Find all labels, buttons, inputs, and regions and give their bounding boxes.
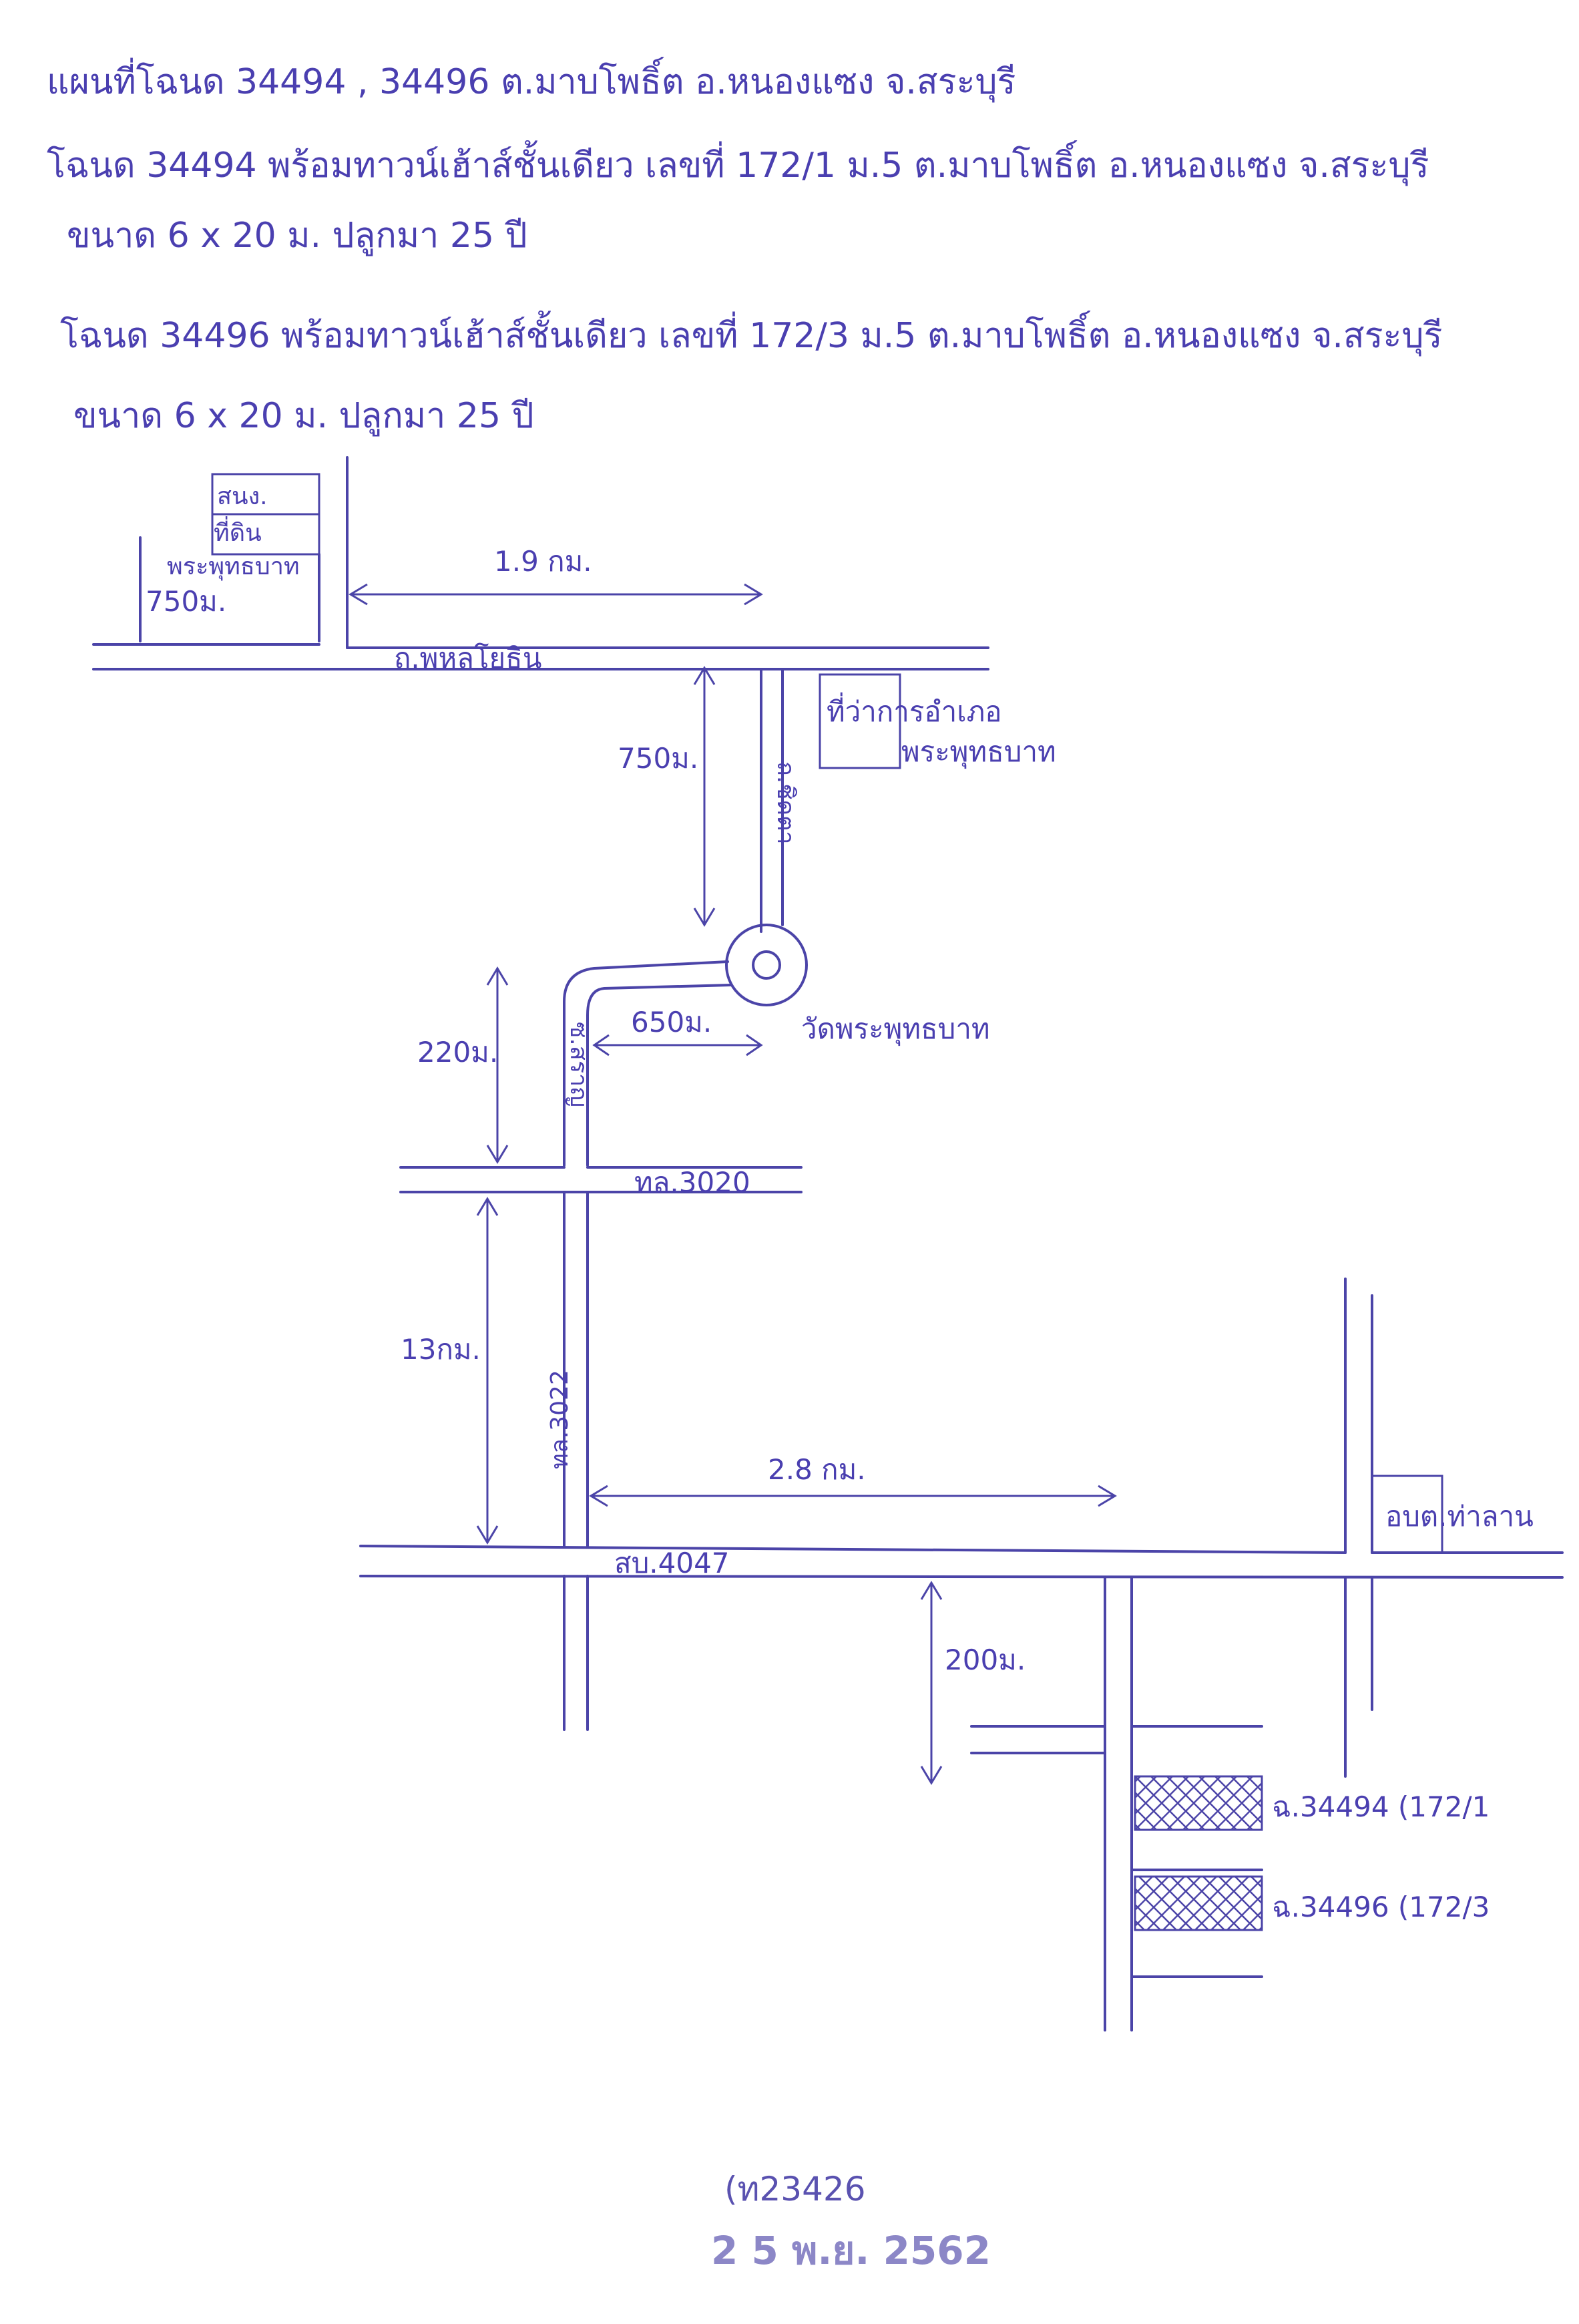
header-line-4: โฉนด 34496 พร้อมทาวน์เฮ้าส์ชั้นเดียว เลข…: [60, 311, 1442, 357]
header-line-2: โฉนด 34494 พร้อมทาวน์เฮ้าส์ชั้นเดียว เลข…: [47, 140, 1429, 186]
district-office-label-2: พระพุทธบาท: [901, 735, 1056, 769]
roundabout-inner: [752, 950, 781, 980]
plot-34494: [1134, 1775, 1263, 1831]
land-office-label-2: ที่ดิน: [214, 516, 262, 547]
plots: ฉ.34494 (172/1 ฉ.34496 (172/3: [1130, 1725, 1490, 1978]
land-office-label-1: สนง.: [217, 483, 268, 510]
road-vertical-label: ถ.ชิดตา: [772, 761, 799, 845]
dist-650-label: 650ม.: [631, 1006, 712, 1038]
road-4047: สบ.4047: [359, 1545, 1564, 1579]
dist-750-left-label: 750ม.: [146, 585, 226, 618]
plot-34496-label: ฉ.34496 (172/3: [1272, 1891, 1490, 1923]
road-small-label: ซ.สราญ: [565, 1022, 592, 1107]
road-soi-saran: ซ.สราญ 650ม. 220ม.: [417, 960, 763, 1167]
road-4047-label: สบ.4047: [614, 1547, 730, 1579]
header-line-3: ขนาด 6 x 20 ม. ปลูกมา 25 ปี: [67, 216, 527, 256]
plot-34496: [1134, 1875, 1263, 1931]
road-phahon-label: ถ.พหลโยธิน: [394, 642, 541, 674]
dist-220-label: 220ม.: [417, 1036, 498, 1069]
dist-200-label: 200ม.: [945, 1643, 1026, 1676]
road-3022-label: ทล.3022: [546, 1370, 574, 1469]
temple-label: วัดพระพุทธบาท: [801, 1012, 990, 1046]
dist-28km-arrow: 2.8 กม.: [589, 1453, 1117, 1507]
dist-750-mid-label: 750ม.: [618, 742, 698, 775]
obt-label: อบต.ท่าลาน: [1385, 1500, 1534, 1533]
dist-13km-label: 13กม.: [401, 1333, 481, 1366]
stamp-number: (ท23426: [724, 2170, 866, 2208]
header-line-5: ขนาด 6 x 20 ม. ปลูกมา 25 ปี: [73, 396, 534, 437]
dist-19km-label: 1.9 กม.: [494, 545, 592, 578]
plot-34494-label: ฉ.34494 (172/1: [1272, 1790, 1490, 1823]
dist-28km-label: 2.8 กม.: [768, 1453, 866, 1486]
dist-19km-arrow: 1.9 กม.: [349, 545, 763, 606]
district-office-block: ที่ว่าการอำเภอ พระพุทธบาท: [819, 673, 1056, 769]
land-office-label-3: พระพุทธบาท: [167, 553, 300, 581]
land-office-block: สนง. ที่ดิน พระพุทธบาท 750ม.: [139, 473, 320, 642]
temple-roundabout: วัดพระพุทธบาท: [725, 924, 990, 1046]
road-highway-3020: ทล.3020: [399, 1166, 803, 1199]
stamp-date: 2 5 พ.ย. 2562: [711, 2228, 991, 2273]
road-to-temple: ถ.ชิดตา 750ม.: [618, 666, 799, 933]
road-phahon-yothin: ถ.พหลโยธิน: [92, 456, 989, 674]
soi-to-plots: 200ม.: [920, 1576, 1133, 2031]
district-office-label-1: ที่ว่าการอำเภอ: [827, 693, 1002, 728]
roundabout-outer: [725, 924, 808, 1006]
road-3020-label: ทล.3020: [634, 1166, 750, 1199]
right-vertical-road: อบต.ท่าลาน: [1344, 1278, 1534, 1778]
header-line-1: แผนที่โฉนด 34494 , 34496 ต.มาบโพธิ์ต อ.ห…: [47, 57, 1016, 103]
road-highway-3022: ทล.3022 13กม.: [401, 1191, 589, 1731]
